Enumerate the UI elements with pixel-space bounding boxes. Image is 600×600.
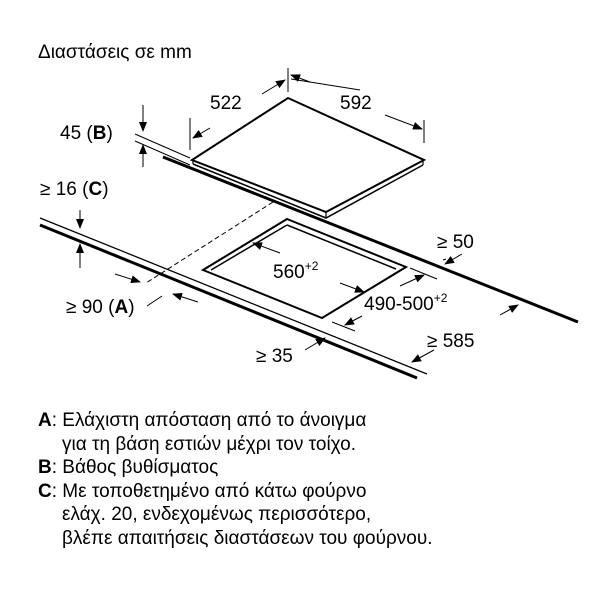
front-gap-label: ≥ 35: [256, 346, 293, 367]
hob: [189, 96, 427, 219]
worktop-back-edge: [162, 155, 579, 324]
cutout-width-label: 560+2: [273, 259, 319, 283]
worktop-front-edge: [39, 217, 428, 380]
sink-depth-label: 45 (B): [60, 123, 113, 144]
cutout: [200, 217, 409, 320]
worktop-depth-label: ≥ 585: [427, 331, 474, 352]
dimension-lines: [76, 68, 519, 363]
legend: A: Ελάχιστη απόσταση από το άνοιγμα για …: [38, 409, 433, 550]
wall-gap-label: ≥ 90 (A): [66, 297, 135, 318]
width-label: 592: [340, 93, 372, 114]
legend-item-a: A: Ελάχιστη απόσταση από το άνοιγμα: [38, 410, 367, 431]
rear-gap-label: ≥ 50: [437, 232, 474, 253]
diagram-title: Διαστάσεις σε mm: [38, 42, 192, 63]
legend-item-c: C: Με τοποθετημένο από κάτω φούρνο: [38, 480, 367, 502]
worktop-thickness-label: ≥ 16 (C): [40, 179, 109, 200]
cutout-depth-label: 490-500+2: [364, 291, 448, 315]
wall-gap-guide: [145, 201, 274, 284]
legend-item-a-cont: για τη βάση εστιών μέχρι τον τοίχο.: [62, 433, 356, 455]
depth-label: 522: [210, 93, 242, 114]
legend-item-b: B: Βάθος βυθίσματος: [38, 457, 219, 478]
legend-item-c-cont: ελάχ. 20, ενδεχομένως περισσότερο,: [62, 504, 372, 525]
legend-item-c-cont2: βλέπε απαιτήσεις διαστάσεων του φούρνου.: [62, 527, 433, 549]
